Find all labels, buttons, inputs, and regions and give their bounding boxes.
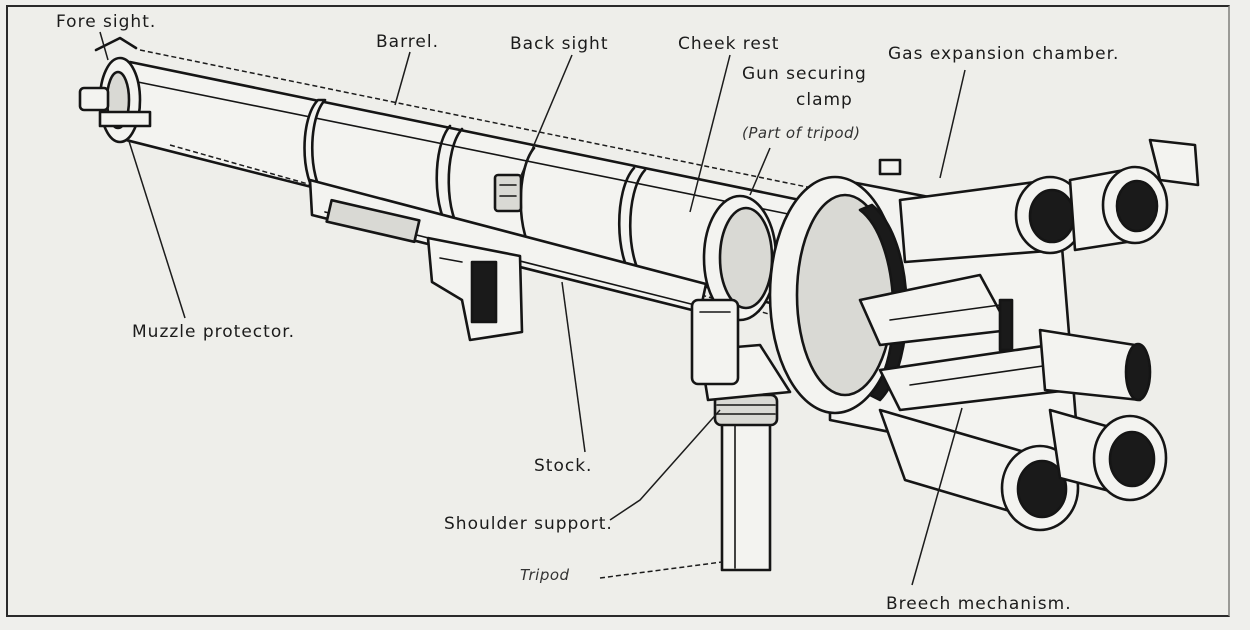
label-gun-securing: Gun securing [742,64,867,84]
cheek-rest-clamp [690,194,778,386]
label-fore-sight: Fore sight. [56,12,157,32]
label-tripod: Tripod [520,566,570,584]
leader-lines [99,31,966,586]
tripod-leg [698,343,792,572]
label-barrel: Barrel. [376,32,439,52]
label-part-of-tripod: (Part of tripod) [742,124,861,142]
label-stock: Stock. [534,456,593,476]
label-breech-mechanism: Breech mechanism. [886,594,1072,614]
label-gas-expansion-chamber: Gas expansion chamber. [888,44,1120,64]
venturi-tubes [878,138,1200,532]
label-muzzle-protector: Muzzle protector. [132,322,296,342]
label-clamp: clamp [796,90,853,110]
back-sight [493,173,523,213]
label-shoulder-support: Shoulder support. [444,514,613,534]
label-back-sight: Back sight [510,34,609,54]
label-cheek-rest: Cheek rest [678,34,780,54]
muzzle-group [78,36,152,144]
stock-group [308,178,708,342]
